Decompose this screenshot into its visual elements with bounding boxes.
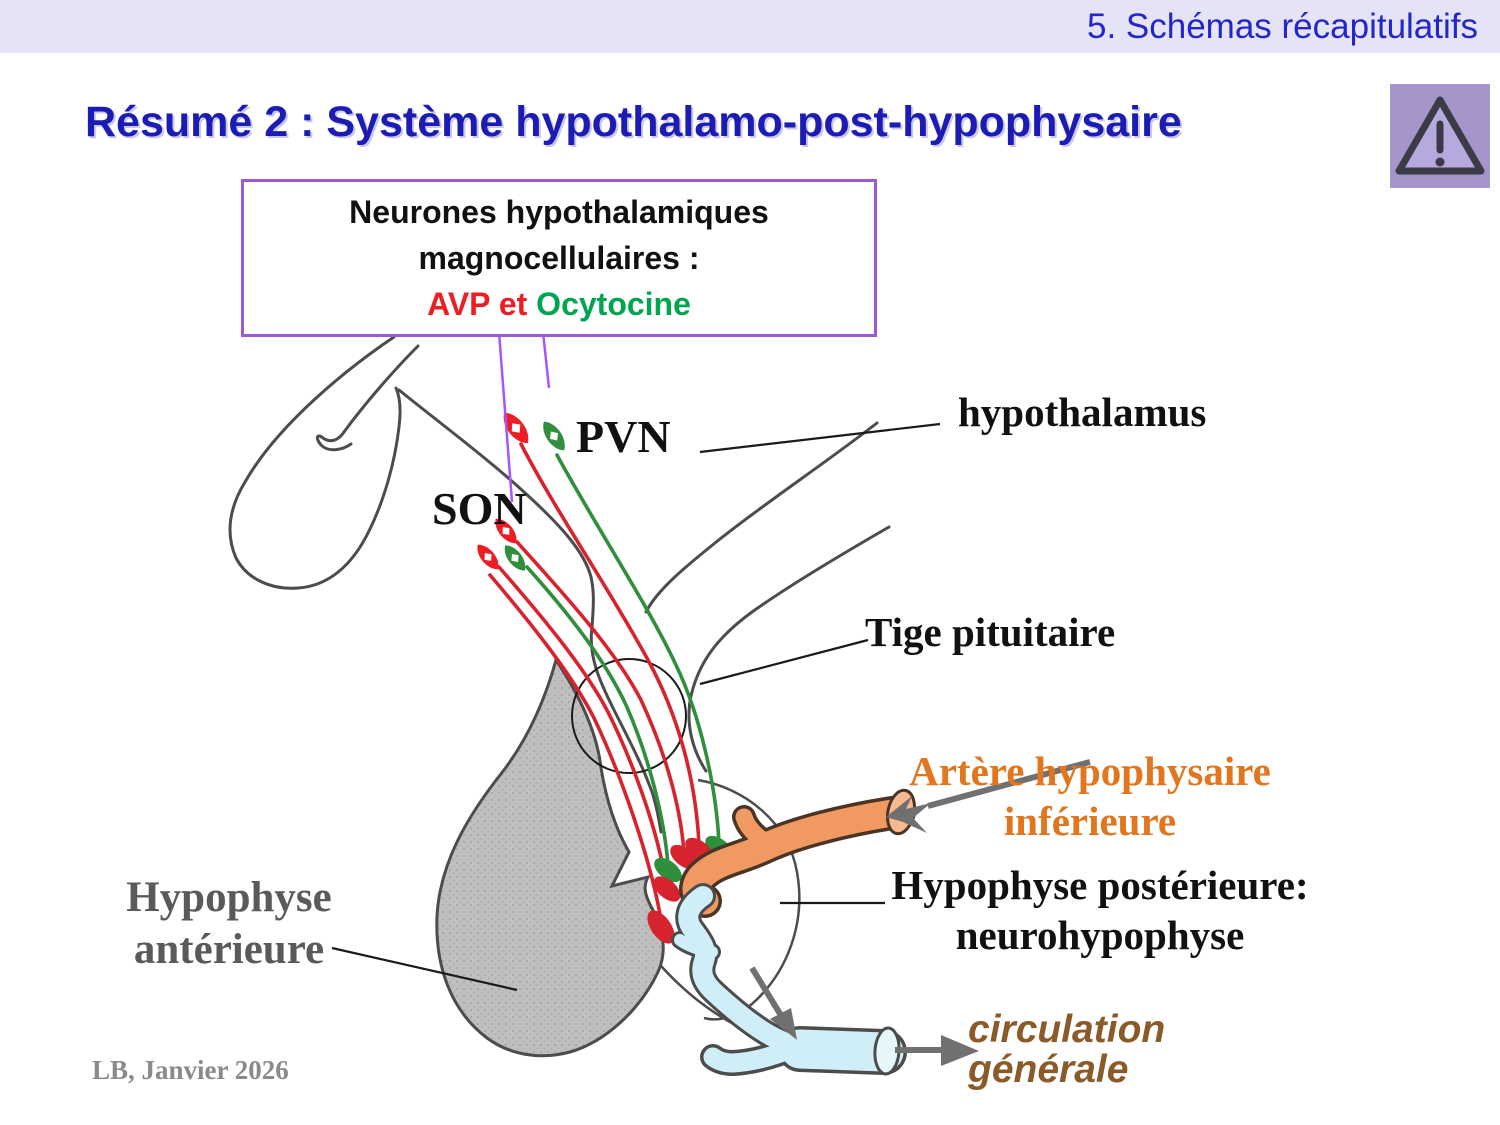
hypophyseal-vein [671,883,907,1077]
terminal-red [653,876,681,902]
fiber-red-son-2 [497,565,668,886]
leader-lines [331,422,941,992]
leader-hypothalamus [699,422,941,454]
neuron-red-son-1 [495,518,517,544]
circulation-generale-label: circulation générale [968,1010,1165,1090]
footer-credit: LB, Janvier 2026 [92,1055,289,1085]
hypophyse-anterieure-line2: antérieure [133,926,325,973]
neuron-red-pvn [503,412,529,444]
neuron-annotation-box: Neurones hypothalamiques magnocellulaire… [241,179,877,337]
pointer-to-son [497,331,514,503]
box-pointer-lines [497,331,551,503]
neuron-green-son [504,545,526,571]
hypophyse-anterieure-label: Hypophyse antérieure [108,872,350,976]
warning-triangle-icon [1395,96,1485,175]
hypophyse-anterieure-line1: Hypophyse [126,874,332,921]
pointer-to-pvn [541,331,551,389]
terminal-red [647,910,675,944]
stalk-left-wall [589,626,663,834]
neuron-red-son-2 [477,544,499,570]
pvn-label: PVN [576,411,671,462]
brain-outline [228,335,891,834]
anterior-pituitary-shape [435,656,665,1058]
artery-inflow-arrow [886,759,1091,833]
artere-line1: Artère hypophysaire [909,748,1271,794]
fiber-green-pvn [555,453,721,845]
son-label: SON [432,483,527,534]
circulation-line1: circulation [968,1008,1166,1051]
section-header-label: 5. Schémas récapitulatifs [1086,6,1478,46]
circulation-line2: générale [968,1048,1129,1091]
optic-recess-oval [228,335,402,590]
anatomy-diagram [228,331,1091,1077]
hypophyse-posterieure-line2: neurohypophyse [955,912,1245,958]
hypothalamus-left-wall [397,388,595,630]
neuron-box-line2: magnocellulaires : [418,240,700,276]
ocytocine-label: Ocytocine [536,286,691,322]
stalk-zoom-circle [571,658,687,774]
vein-flow-arrow [749,966,797,1040]
leader-hypophyse-anterieure [331,946,518,992]
neuron-box-line3: AVP et Ocytocine [244,281,874,327]
hypothalamus-label: hypothalamus [958,389,1207,435]
magnocellular-neurons [477,412,565,571]
hypophyse-posterieure-line1: Hypophyse postérieure: [891,862,1309,908]
avp-label: AVP [427,286,490,322]
circulation-arrow [895,1035,979,1066]
neuron-green-pvn [543,421,565,451]
slide-title: Résumé 2 : Système hypothalamo-post-hypo… [85,98,1182,146]
fiber-green-son [525,565,670,867]
fiber-red-pvn [519,442,701,847]
artere-hypophysaire-label: Artère hypophysaire inférieure [900,746,1280,846]
et-label: et [498,286,528,322]
hypophyse-posterieure-label: Hypophyse postérieure: neurohypophyse [878,860,1322,960]
axon-fibers [488,442,721,922]
section-header-bar: 5. Schémas récapitulatifs [0,0,1500,53]
fiber-red-son-1 [515,540,686,854]
terminal-green [654,857,682,883]
warning-icon [1390,84,1490,188]
leader-tige [699,638,869,686]
optic-recess-inner-line [315,344,420,452]
artere-line2: inférieure [1003,798,1177,844]
neuron-box-line1: Neurones hypothalamiques [349,194,769,230]
hypothalamus-right-wall-upper [644,421,879,614]
tige-pituitaire-label: Tige pituitaire [865,609,1116,655]
stalk-right-wall [687,525,891,773]
fiber-red-son-3 [488,573,663,922]
